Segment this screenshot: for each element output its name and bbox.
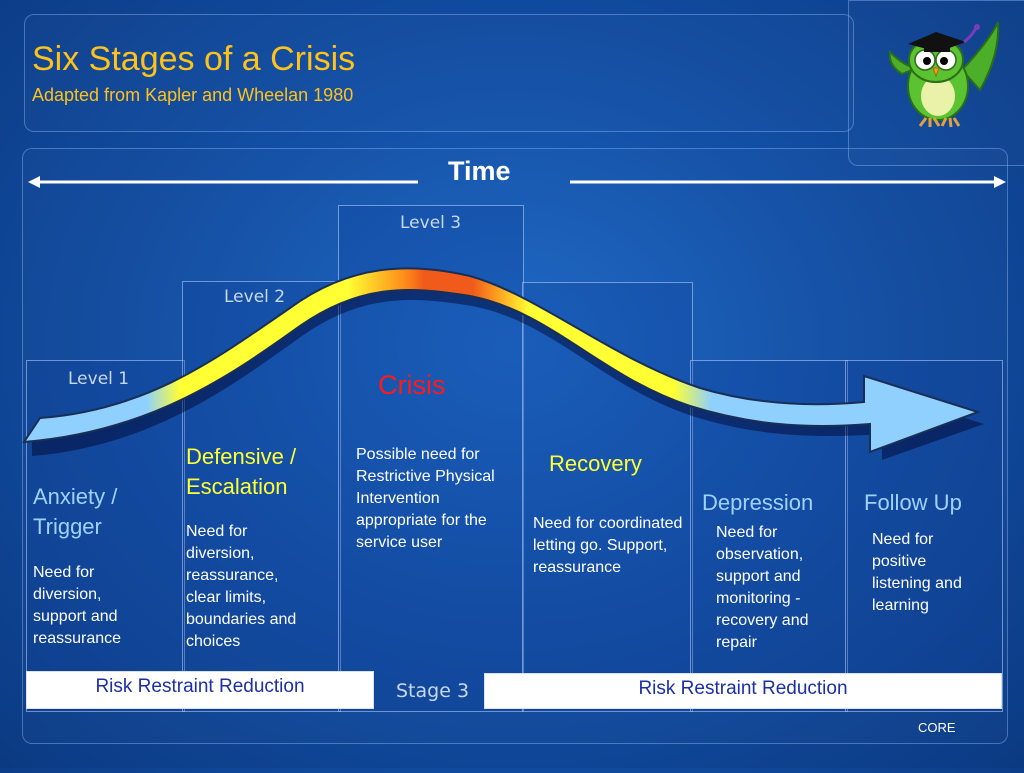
- stage-heading-follow-up: Follow Up: [864, 490, 962, 515]
- page-subtitle: Adapted from Kapler and Wheelan 1980: [32, 85, 354, 105]
- footer-credit: CORE: [918, 720, 956, 735]
- header-panel: [24, 14, 854, 132]
- stage-heading-recovery: Recovery: [549, 451, 642, 476]
- stage-heading-defensive: Defensive / Escalation: [186, 444, 297, 499]
- stage-body-crisis: Possible need for Restrictive Physical I…: [356, 446, 495, 551]
- stage-heading-depression: Depression: [702, 490, 814, 515]
- page-title: Six Stages of a Crisis: [32, 40, 356, 78]
- stage-heading-crisis: Crisis: [378, 370, 446, 400]
- time-axis-label: Time: [448, 156, 511, 186]
- risk-restraint-reduction-right: Risk Restraint Reduction: [484, 673, 1002, 709]
- owl-graduate-icon: [880, 10, 1010, 135]
- stage-body-recovery: Need for coordinated letting go. Support…: [533, 515, 683, 576]
- stage-heading-anxiety: Anxiety / Trigger: [33, 484, 118, 539]
- stage-body-defensive: Need for diversion, reassurance, clear l…: [186, 523, 297, 650]
- level-label-2: Level 2: [224, 287, 286, 307]
- stage-3-label: Stage 3: [396, 680, 470, 702]
- stage-column-4: [522, 282, 693, 712]
- time-axis-arrow: [28, 174, 1008, 190]
- stage-body-follow-up: Need for positive listening and learning: [872, 531, 962, 614]
- level-label-3: Level 3: [400, 213, 462, 233]
- logo-panel: [848, 0, 1024, 166]
- level-label-1: Level 1: [68, 369, 130, 389]
- stage-body-depression: Need for observation, support and monito…: [716, 524, 809, 651]
- stage-body-anxiety: Need for diversion, support and reassura…: [33, 564, 122, 647]
- risk-restraint-reduction-left: Risk Restraint Reduction: [26, 671, 374, 709]
